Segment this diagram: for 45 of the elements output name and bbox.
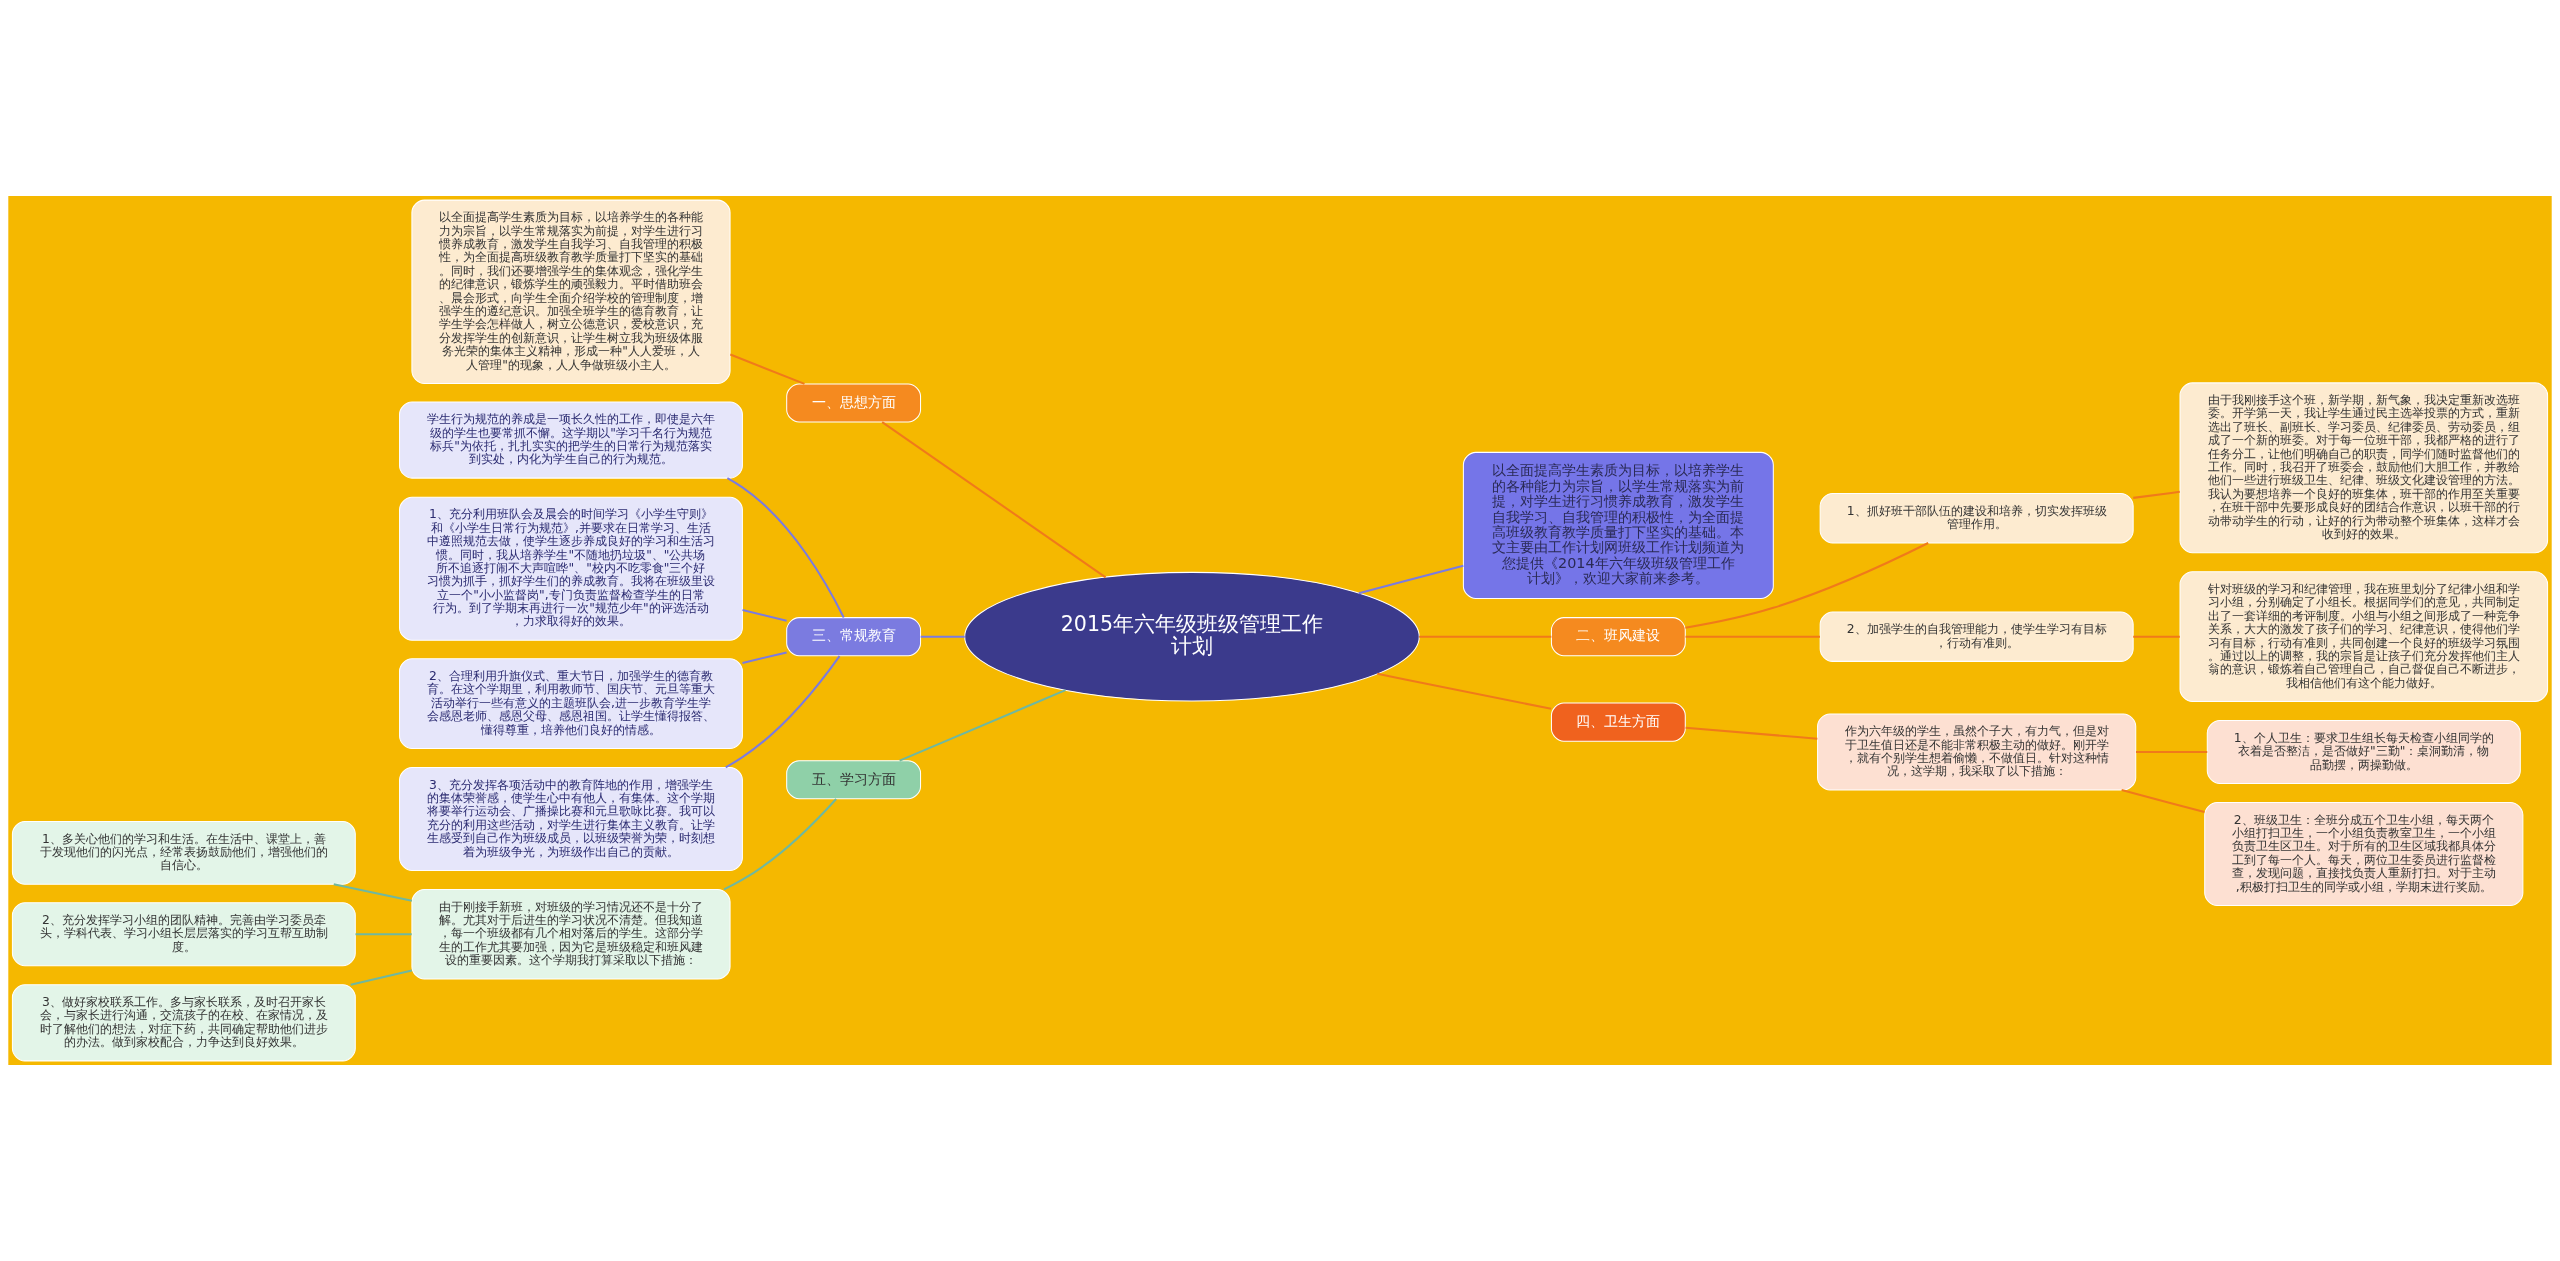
node-box: 1、抓好班干部队伍的建设和培养，切实发挥班级管理作用。 — [1819, 493, 2134, 544]
node-box: 2、班级卫生：全班分成五个卫生小组，每天两个小组打扫卫生，一个小组负责教室卫生，一个小组负责卫生区卫生。对于所有的卫生区域我都具体分工到了每一个人。每天，两位卫生委员进行监督检查，发现问题，直接找负责人重新打扫。对于主动,积极打扫卫生的同学或小组，学期末进行奖励。 — [2204, 801, 2524, 906]
node-box: 以全面提高学生素质为目标，以培养学生的各种能力为宗旨，以学生常规落实为前提，对学生进行习惯养成教育，激发学生自我学习、自我管理的积极性，为全面提高班级教育教学质量打下坚实的基础。本文主要由工作计划网班级工作计划频道为您提供《2014年六年级班级管理工作计划》，欢迎大家前来参考。 — [1462, 451, 1774, 600]
node-box: 作为六年级的学生，虽然个子大，有力气，但是对于卫生值日还是不能非常积极主动的做好。刚开学，就有个别学生想着偷懒，不做值日。针对这种情况，这学期，我采取了以下措施： — [1817, 713, 2137, 791]
node-box: 二、班风建设 — [1550, 617, 1686, 657]
connector — [726, 477, 845, 618]
node-box: 三、常规教育 — [786, 617, 922, 657]
connector — [723, 798, 837, 891]
connector — [920, 635, 965, 638]
node-box: 五、学习方面 — [786, 760, 922, 800]
node-box: 学生行为规范的养成是一项长久性的工作，即使是六年级的学生也要常抓不懈。这学期以"学习千名行为规范标兵"为依托，扎扎实实的把学生的日常行为规范落实到实处，内化为学生自己的行为规范。 — [399, 401, 743, 479]
node-box: 1、充分利用班队会及晨会的时间学习《小学生守则》和《小学生日常行为规范》,并要求在日常学习、生活中遵照规范去做，使学生逐步养成良好的学习和生活习惯。同时，我从培养学生"不随地扔垃圾"、"公共场所不追逐打闹不大声喧哗"、"校内不吃零食"三个好习惯为抓手，抓好学生们的养成教育。我将在班级里设立一个"小小监督岗",专门负责监督检查学生的日常行为。到了学期末再进行一次"规范少年"的评选活动，力求取得好的效果。 — [399, 496, 743, 641]
node-box: 2、加强学生的自我管理能力，使学生学习有目标，行动有准则。 — [1819, 611, 2134, 662]
connector — [2133, 490, 2180, 499]
node-box: 3、做好家校联系工作。多与家长联系，及时召开家长会，与家长进行沟通，交流孩子的在校、在家情况，及时了解他们的想法，对症下药，共同确定帮助他们进步的办法。做到家校配合，力争达到良好效果。 — [11, 984, 356, 1062]
connector — [350, 969, 413, 986]
connector — [725, 655, 841, 769]
node-box: 2、充分发挥学习小组的团队精神。完善由学习委员牵头，学科代表、学习小组长层层落实的学习互帮互助制度。 — [11, 902, 356, 967]
node-box: 由于刚接手新班，对班级的学习情况还不是十分了解。尤其对于后进生的学习状况不清楚。但我知道，每一个班级都有几个相对落后的学生。这部分学生的工作尤其要加强，因为它是班级稳定和班风建设的重要因素。这个学期我打算采取以下措施： — [411, 888, 731, 980]
connector — [355, 933, 412, 936]
node-box: 3、充分发挥各项活动中的教育阵地的作用，增强学生的集体荣誉感，使学生心中有他人，有集体。这个学期将要举行运动会、广播操比赛和元旦歌咏比赛。我可以充分的利用这些活动，对学生进行集体主义教育。让学生感受到自己作为班级成员，以班级荣誉为荣，时刻想着为班级争光，为班级作出自己的贡献。 — [399, 766, 743, 871]
connector — [1377, 672, 1552, 710]
node-box: 针对班级的学习和纪律管理，我在班里划分了纪律小组和学习小组，分别确定了小组长。根据同学们的意见，共同制定出了一套详细的考评制度。小组与小组之间形成了一种竞争关系，大大的激发了孩子们的学习、纪律意识，使得他们学习有目标，行动有准则，共同创建一个良好的班级学习氛围。通过以上的调整，我的宗旨是让孩子们充分发挥他们主人翁的意识，锻炼着自己管理自己，自己督促自己不断进步，我相信他们有这个能力做好。 — [2179, 571, 2549, 703]
node-box: 由于我刚接手这个班，新学期，新气象，我决定重新改选班委。开学第一天，我让学生通过民主选举投票的方式，重新选出了班长、副班长、学习委员、纪律委员、劳动委员，组成了一个新的班委。对于每一位班干部，我都严格的进行了任务分工，让他们明确自己的职责，同学们随时监督他们的工作。同时，我召开了班委会，鼓励他们大胆工作，并教给他们一些进行班级卫生、纪律、班级文化建设管理的方法。我认为要想培养一个良好的班集体，班干部的作用至关重要，在班干部中先要形成良好的团结合作意识，以班干部的行动带动学生的行动，让好的行为带动整个班集体，这样才会收到好的效果。 — [2179, 382, 2549, 554]
connector — [742, 609, 787, 622]
node-ellipse: 2015年六年级班级管理工作计划 — [964, 571, 1420, 702]
connector — [2133, 635, 2180, 638]
node-box: 四、卫生方面 — [1550, 702, 1686, 742]
node-box: 1、个人卫生：要求卫生组长每天检查小组同学的衣着是否整洁，是否做好"三勤"：桌洞勤清，物品勤摆，两操勤做。 — [2206, 720, 2521, 784]
connector — [2136, 750, 2208, 754]
node-box: 以全面提高学生素质为目标，以培养学生的各种能力为宗旨，以学生常规落实为前提，对学生进行习惯养成教育，激发学生自我学习、自我管理的积极性，为全面提高班级教育教学质量打下坚实的基础。同时，我们还要增强学生的集体观念，强化学生的纪律意识，锻炼学生的顽强毅力。平时借助班会、晨会形式，向学生全面介绍学校的管理制度，增强学生的遵纪意识。加强全班学生的德育教育，让学生学会怎样做人，树立公德意识，爱校意识，充分发挥学生的创新意识，让学生树立我为班级体服务光荣的集体主义精神，形成一种"人人爱班，人人管理"的现象，人人争做班级小主人。 — [411, 199, 731, 384]
connector — [1685, 635, 1820, 638]
node-box: 1、多关心他们的学习和生活。在生活中、课堂上，善于发现他们的闪光点，经常表扬鼓励他们，增强他们的自信心。 — [11, 820, 356, 885]
node-box: 一、思想方面 — [786, 383, 922, 423]
connector — [881, 421, 1107, 579]
connector — [742, 651, 787, 664]
connector — [1419, 635, 1552, 638]
connector — [333, 883, 413, 902]
connector — [1685, 726, 1818, 740]
connector — [729, 353, 805, 385]
node-box: 2、合理利用升旗仪式、重大节日，加强学生的德育教育。在这个学期里，利用教师节、国庆节、元旦等重大活动举行一些有意义的主题班队会,进一步教育学生学会感恩老师、感恩父母、感恩祖国。让学生懂得报答、懂得尊重，培养他们良好的情感。 — [399, 658, 743, 749]
connector — [1685, 542, 1929, 629]
connector — [1358, 564, 1464, 595]
connector — [899, 689, 1066, 762]
connector — [2121, 789, 2205, 813]
